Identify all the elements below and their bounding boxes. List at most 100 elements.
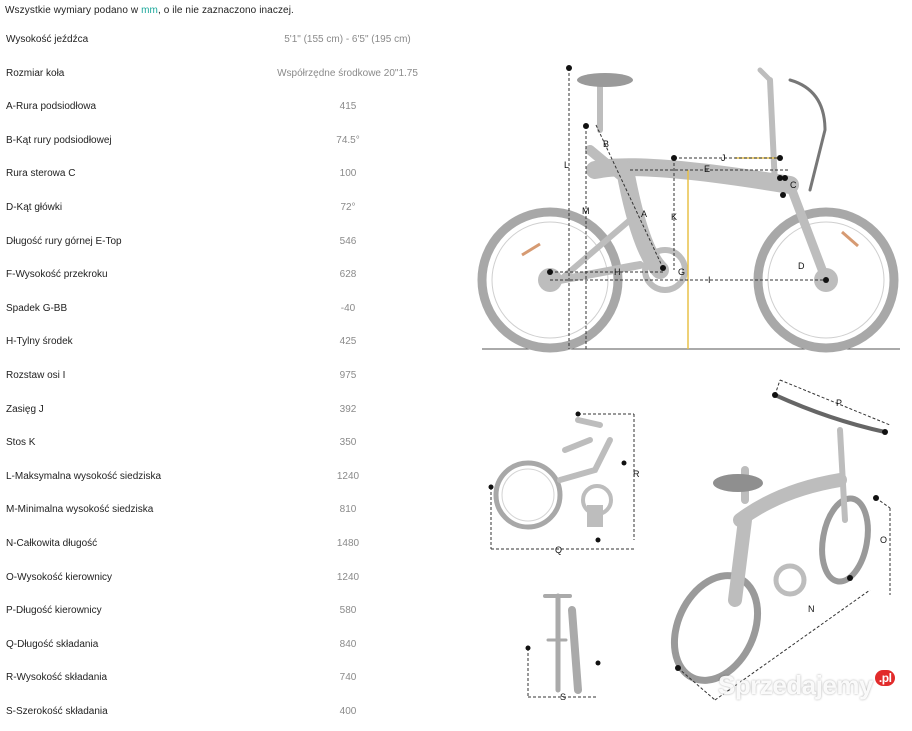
spec-label: L-Maksymalna wysokość siedziska	[6, 470, 162, 482]
folded-dimension-points	[488, 411, 627, 543]
label-G: G	[678, 267, 685, 277]
label-N: N	[808, 604, 815, 614]
label-A: A	[641, 209, 647, 219]
spec-row: S-Szerokość składania 400	[0, 698, 470, 731]
spec-value: 100	[339, 168, 357, 180]
spec-label: Rura sterowa C	[6, 168, 76, 180]
label-Q: Q	[555, 545, 562, 555]
spec-value: 975	[339, 369, 357, 381]
spec-value: 400	[339, 705, 357, 717]
spec-value: Współrzędne środkowe 20"1.75	[277, 67, 418, 79]
spec-value: 740	[339, 672, 357, 684]
spec-label: P-Długość kierownicy	[6, 605, 102, 617]
spec-label: H-Tylny środek	[6, 336, 73, 348]
spec-row: Rozmiar koła Współrzędne środkowe 20"1.75	[0, 60, 470, 94]
spec-value: 5'1" (155 cm) - 6'5" (195 cm)	[284, 34, 411, 45]
spec-row: Rura sterowa C 100	[0, 160, 470, 194]
label-I: I	[708, 275, 711, 285]
watermark: Sprzedajemy.pl	[718, 670, 896, 701]
spec-row: Zasięg J 392	[0, 396, 470, 430]
spec-label: D-Kąt główki	[6, 201, 63, 213]
spec-label: S-Szerokość składania	[6, 705, 108, 717]
front-dimension-lines	[527, 648, 598, 698]
spec-row: R-Wysokość składania 740	[0, 664, 470, 698]
spec-value: 392	[339, 403, 357, 415]
units-note-suffix: , o ile nie zaznaczono inaczej.	[157, 5, 294, 16]
spec-row: Długość rury górnej E-Top 546	[0, 228, 470, 262]
spec-label: O-Wysokość kierownicy	[6, 571, 113, 583]
spec-value: 350	[339, 437, 357, 449]
label-D: D	[798, 261, 805, 271]
label-J: J	[721, 153, 726, 163]
spec-row: B-Kąt rury podsiodłowej 74.5°	[0, 127, 470, 161]
label-C: C	[790, 180, 797, 190]
perspective-dimension-lines	[677, 379, 891, 701]
spec-value: 415	[339, 101, 357, 113]
spec-row: Rozstaw osi I 975	[0, 362, 470, 396]
spec-row: Wysokość jeźdźca 5'1" (155 cm) - 6'5" (19…	[0, 26, 470, 60]
dimension-points	[547, 65, 829, 283]
spec-value: 628	[339, 269, 357, 281]
label-P: P	[836, 398, 842, 408]
spec-label: B-Kąt rury podsiodłowej	[6, 134, 112, 146]
spec-value: 810	[339, 504, 357, 516]
spec-label: Rozstaw osi I	[6, 369, 66, 381]
spec-label: Zasięg J	[6, 403, 44, 415]
spec-row: P-Długość kierownicy 580	[0, 597, 470, 631]
spec-value: 72°	[340, 201, 356, 213]
spec-value: 546	[339, 235, 357, 247]
label-E: E	[704, 164, 710, 174]
spec-value: 1240	[336, 470, 360, 482]
spec-row: F-Wysokość przekroku 628	[0, 261, 470, 295]
spec-value: 580	[339, 605, 357, 617]
spec-label: N-Całkowita długość	[6, 537, 98, 549]
spec-label: R-Wysokość składania	[6, 672, 108, 684]
dimension-lines	[550, 68, 826, 349]
spec-value: 1240	[336, 571, 360, 583]
folded-front-drawing	[543, 593, 582, 694]
spec-label: Q-Długość składania	[6, 638, 99, 650]
label-R: R	[633, 469, 640, 479]
spec-label: Stos K	[6, 437, 36, 449]
folded-dimension-lines	[490, 413, 635, 550]
spec-value: 840	[339, 638, 357, 650]
label-K: K	[671, 212, 677, 222]
spec-label: Spadek G-BB	[6, 302, 68, 314]
spec-row: O-Wysokość kierownicy 1240	[0, 564, 470, 598]
spec-value: -40	[340, 302, 356, 314]
units-note: Wszystkie wymiary podano w mm, o ile nie…	[5, 5, 294, 16]
spec-value: 74.5°	[336, 134, 360, 146]
spec-row: L-Maksymalna wysokość siedziska 1240	[0, 463, 470, 497]
label-B: B	[603, 139, 609, 149]
label-O: O	[880, 535, 887, 545]
watermark-text: Sprzedajemy	[718, 670, 873, 700]
spec-value: 425	[339, 336, 357, 348]
label-L: L	[564, 160, 569, 170]
folded-bike-drawing	[493, 417, 613, 530]
spec-row: M-Minimalna wysokość siedziska 810	[0, 496, 470, 530]
spec-label: Długość rury górnej E-Top	[6, 235, 122, 247]
spec-label: Rozmiar koła	[6, 67, 65, 79]
label-H: H	[614, 267, 621, 277]
spec-row: Spadek G-BB -40	[0, 295, 470, 329]
spec-label: A-Rura podsiodłowa	[6, 101, 97, 113]
spec-label: M-Minimalna wysokość siedziska	[6, 504, 154, 516]
watermark-tld: .pl	[874, 670, 896, 686]
spec-row: H-Tylny środek 425	[0, 328, 470, 362]
spec-label: F-Wysokość przekroku	[6, 269, 108, 281]
label-S: S	[560, 692, 566, 702]
spec-table: Wysokość jeźdźca 5'1" (155 cm) - 6'5" (19…	[0, 26, 470, 731]
label-M: M	[582, 206, 590, 216]
spec-row: Stos K 350	[0, 429, 470, 463]
perspective-bike-drawing	[670, 393, 887, 684]
units-note-text: Wszystkie wymiary podano w	[5, 5, 142, 16]
spec-row: A-Rura podsiodłowa 415	[0, 93, 470, 127]
spec-label: Wysokość jeźdźca	[6, 34, 89, 45]
spec-row: Q-Długość składania 840	[0, 631, 470, 665]
perspective-dimension-points	[675, 392, 888, 671]
